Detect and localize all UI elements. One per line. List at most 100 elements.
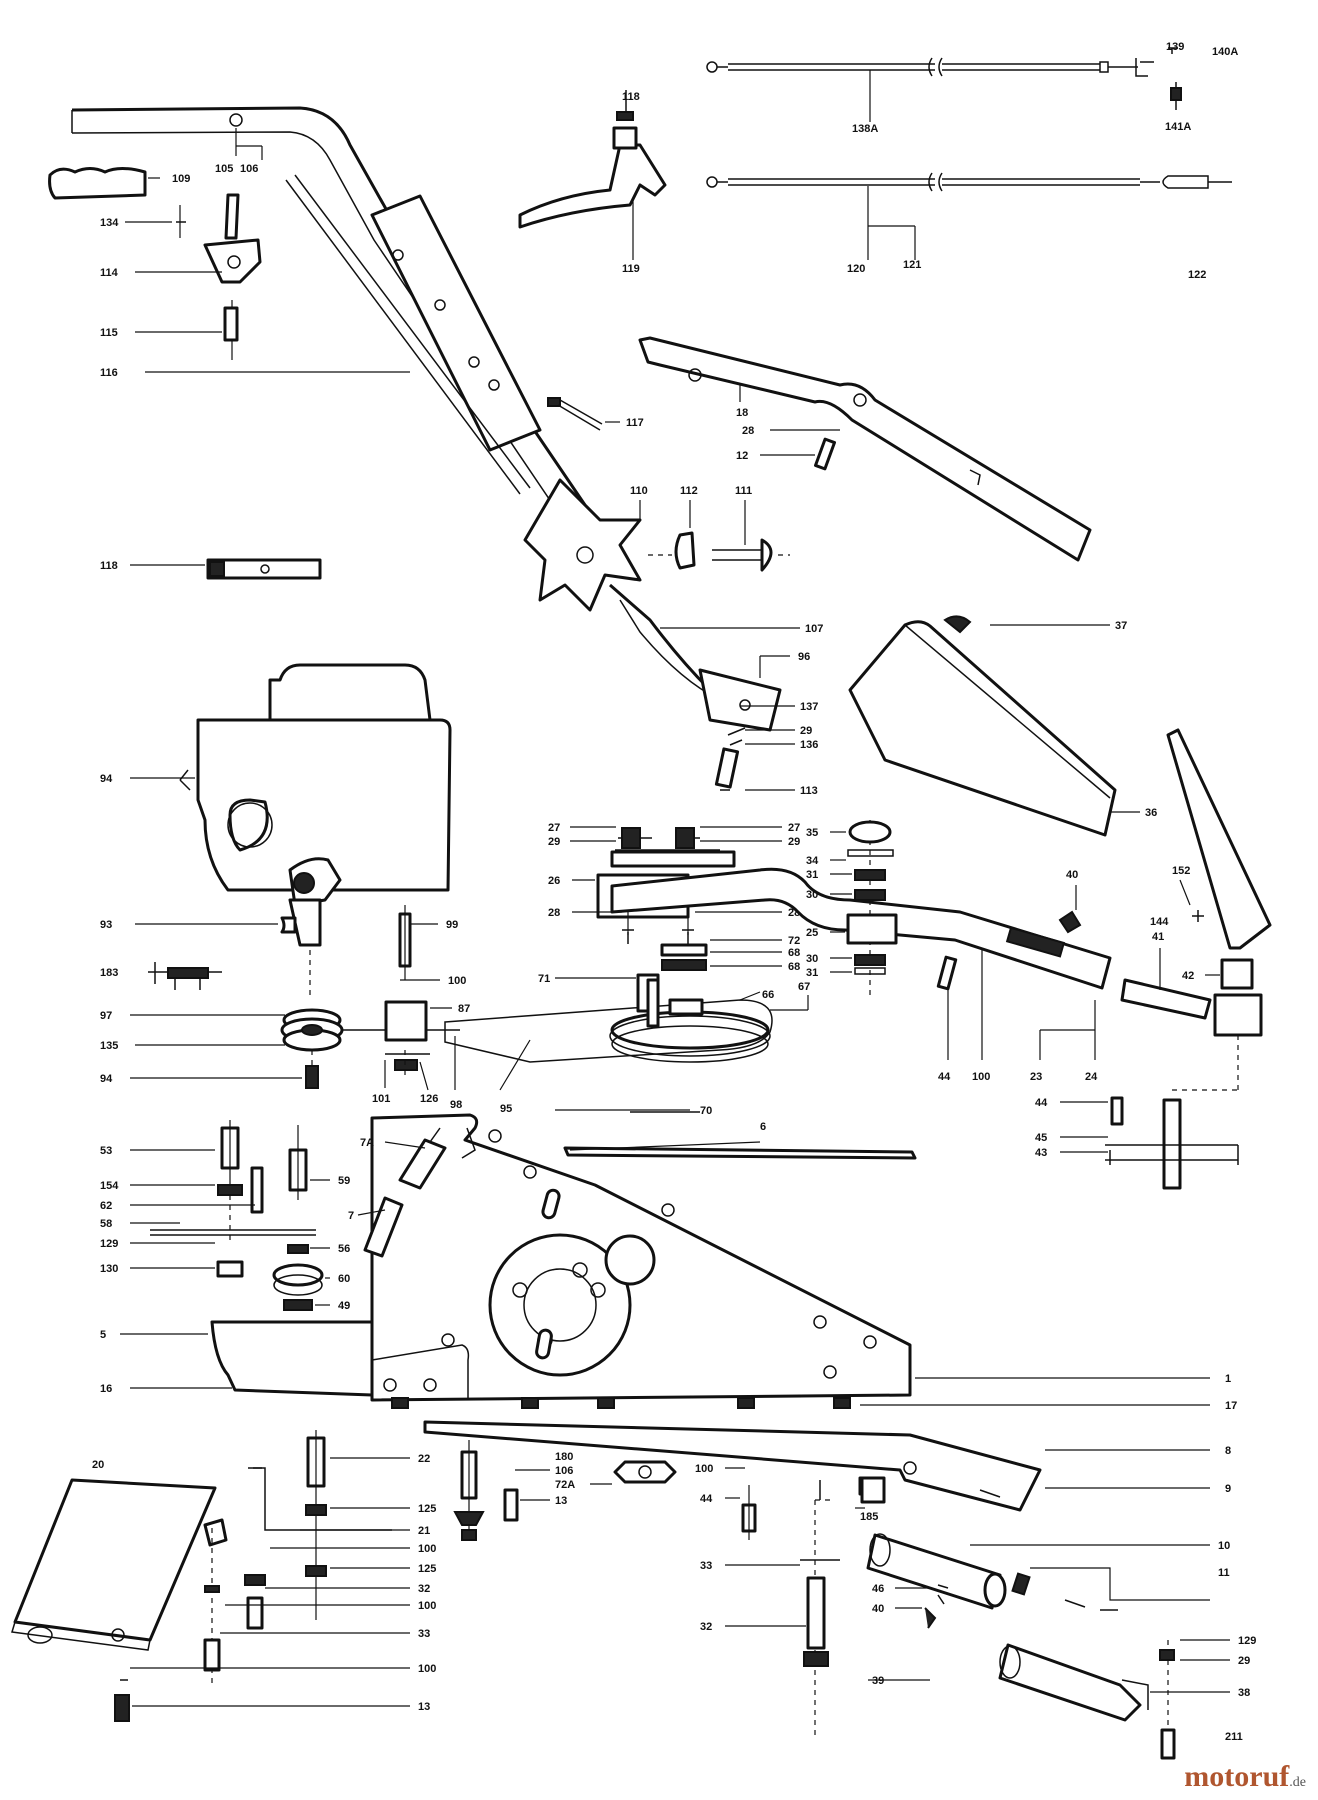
- label-72: 72: [788, 935, 800, 947]
- watermark-logo: motoruf.de: [1184, 1760, 1306, 1794]
- label-35: 35: [806, 827, 818, 839]
- plate-7: [363, 1196, 404, 1258]
- plate-7a: [398, 1127, 447, 1190]
- label-44a: 44: [938, 1071, 951, 1083]
- label-56: 56: [338, 1243, 350, 1255]
- label-100a: 100: [448, 975, 466, 987]
- lever-152: [1166, 728, 1272, 1091]
- clutch-cable-120: [706, 172, 1232, 192]
- bolt-40: [1058, 910, 1082, 934]
- label-36: 36: [1145, 807, 1157, 819]
- label-138a: 138A: [852, 123, 878, 135]
- label-100d: 100: [418, 1600, 436, 1612]
- label-30a: 30: [806, 889, 818, 901]
- label-70: 70: [700, 1105, 712, 1117]
- label-71: 71: [538, 973, 550, 985]
- label-115: 115: [100, 327, 118, 339]
- bracket-43: [1105, 1096, 1239, 1190]
- hardware-20-column: [114, 1430, 392, 1722]
- bolt-12-top: [814, 437, 836, 471]
- label-139: 139: [1166, 41, 1184, 53]
- label-31a: 31: [806, 869, 818, 881]
- label-42: 42: [1182, 970, 1194, 982]
- engine-94: [179, 663, 452, 947]
- label-122: 122: [1188, 269, 1206, 281]
- label-135: 135: [100, 1040, 118, 1052]
- label-46: 46: [872, 1583, 884, 1595]
- label-31b: 31: [806, 967, 818, 979]
- belt-95: [444, 999, 773, 1091]
- label-101: 101: [372, 1093, 390, 1105]
- label-12: 12: [736, 450, 748, 462]
- label-22: 22: [418, 1453, 430, 1465]
- label-58: 58: [100, 1218, 112, 1230]
- label-110: 110: [630, 485, 648, 497]
- label-53: 53: [100, 1145, 112, 1157]
- label-44b: 44: [1035, 1097, 1048, 1109]
- label-13: 13: [418, 1701, 430, 1713]
- label-152: 152: [1172, 865, 1190, 877]
- label-41: 41: [1152, 931, 1164, 943]
- label-20: 20: [92, 1459, 104, 1471]
- label-100e: 100: [418, 1663, 436, 1675]
- shift-lever-18: [638, 336, 1092, 562]
- label-137: 137: [800, 701, 818, 713]
- label-129b: 129: [1238, 1635, 1256, 1647]
- label-125: 125: [418, 1503, 436, 1515]
- label-136: 136: [800, 739, 818, 751]
- grip-109: [48, 167, 147, 200]
- tool-118: [206, 558, 322, 580]
- label-121: 121: [903, 259, 921, 271]
- label-33: 33: [700, 1560, 712, 1572]
- label-9: 9: [1225, 1483, 1231, 1495]
- label-180: 180: [555, 1451, 573, 1463]
- label-6: 6: [760, 1121, 766, 1133]
- handlebar-107: [71, 106, 782, 732]
- label-134: 134: [100, 217, 119, 229]
- label-93: 93: [100, 919, 112, 931]
- label-106b: 106: [555, 1465, 573, 1477]
- washers-101-126: [385, 1050, 430, 1080]
- label-111: 111: [735, 485, 752, 497]
- label-38: 38: [1238, 1687, 1250, 1699]
- frame-plate-1: [370, 1111, 917, 1402]
- pin-32: [800, 1559, 840, 1667]
- label-45: 45: [1035, 1132, 1047, 1144]
- label-62: 62: [100, 1200, 112, 1212]
- watermark-suffix: .de: [1289, 1775, 1306, 1790]
- label-28b: 28: [548, 907, 560, 919]
- label-7: 7: [348, 1210, 354, 1222]
- label-141a: 141A: [1165, 121, 1191, 133]
- label-29a: 29: [548, 836, 560, 848]
- label-98: 98: [450, 1099, 462, 1111]
- label-126: 126: [420, 1093, 438, 1105]
- label-23: 23: [1030, 1071, 1042, 1083]
- label-68b: 68: [788, 961, 800, 973]
- label-129: 129: [100, 1238, 118, 1250]
- bolt-113: [714, 727, 746, 791]
- label-32: 32: [700, 1621, 712, 1633]
- label-60: 60: [338, 1273, 350, 1285]
- label-107: 107: [805, 623, 823, 635]
- label-43: 43: [1035, 1147, 1047, 1159]
- label-5: 5: [100, 1329, 106, 1341]
- label-26: 26: [548, 875, 560, 887]
- pin-117: [547, 397, 603, 431]
- tension-arm-71: [596, 827, 736, 1028]
- label-49: 49: [338, 1300, 350, 1312]
- label-44c: 44: [700, 1493, 713, 1505]
- label-96: 96: [798, 651, 810, 663]
- tube-10: [814, 1476, 1118, 1740]
- label-67: 67: [798, 981, 810, 993]
- label-59: 59: [338, 1175, 350, 1187]
- label-97: 97: [100, 1010, 112, 1022]
- pulley-97: [280, 1008, 460, 1090]
- pulley-stack-59: [272, 1125, 324, 1311]
- label-94b: 94: [100, 1073, 113, 1085]
- lever-119: [518, 90, 667, 260]
- label-8: 8: [1225, 1445, 1231, 1457]
- label-30b: 30: [806, 953, 818, 965]
- label-100f: 100: [695, 1463, 713, 1475]
- label-18: 18: [736, 407, 748, 419]
